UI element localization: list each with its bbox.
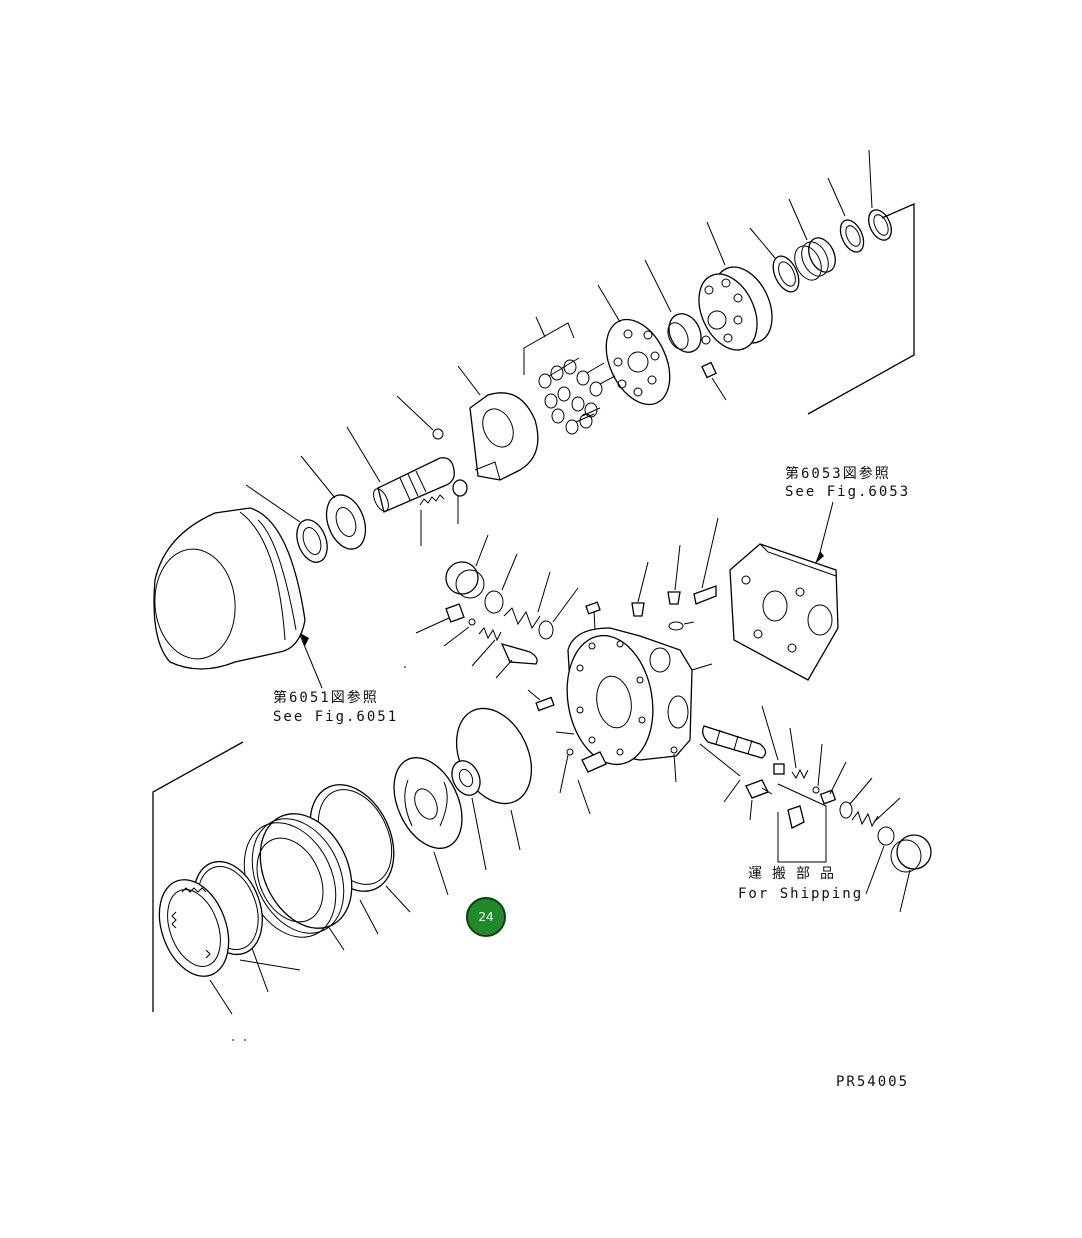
shipping-parts [745, 779, 827, 863]
motor-case-housing [153, 507, 323, 689]
spherical-bushing [644, 259, 702, 353]
brake-plate-spline [158, 879, 301, 1015]
shipping-label-jp: 運搬部品 [748, 866, 844, 882]
control-valve-block [729, 501, 839, 681]
piston-ring-housing [243, 813, 379, 951]
o-ring [484, 553, 518, 614]
steel-ball [396, 395, 444, 440]
valve-spring [503, 571, 551, 630]
piston-group [523, 316, 616, 435]
shipping-label-en: For Shipping [738, 886, 864, 902]
drive-shaft [346, 426, 455, 513]
upper-frame-bracket [807, 203, 915, 415]
check-valve-spool [495, 642, 538, 679]
ref-fig6053-jp: 第6053図参照 [785, 466, 891, 482]
coupling [451, 760, 487, 871]
shaft-spring [419, 479, 468, 546]
part-hotspot-24[interactable]: 24 [466, 897, 506, 937]
spring-bushing [788, 198, 836, 281]
check-valve-spring [471, 627, 502, 667]
retaining-ring [868, 149, 892, 241]
plug [415, 603, 476, 647]
small-pins [527, 689, 678, 815]
valve-spool [699, 705, 785, 803]
washer [827, 177, 865, 253]
valve-washer [538, 587, 579, 640]
cylinder-block [698, 221, 773, 401]
right-plug-set [789, 727, 932, 913]
retainer-plate [597, 284, 671, 406]
lower-frame-bracket [152, 741, 244, 1012]
drawing-number: PR54005 [836, 1074, 910, 1090]
relief-valve-cap [445, 534, 489, 599]
part-hotspot-label: 24 [478, 910, 494, 924]
valve-plate [393, 757, 463, 896]
ref-fig6051-jp: 第6051図参照 [273, 690, 379, 706]
leader-dots [232, 666, 406, 1041]
valve-housing-body [566, 627, 713, 766]
ref-fig6053-en: See Fig.6053 [785, 484, 911, 500]
swash-plate-housing [457, 365, 539, 481]
oil-seal [245, 484, 328, 563]
valve-leader-lines [585, 517, 719, 631]
thrust-washer [749, 227, 800, 293]
roller-bearing [300, 455, 367, 550]
ref-fig6051-en: See Fig.6051 [273, 709, 399, 725]
